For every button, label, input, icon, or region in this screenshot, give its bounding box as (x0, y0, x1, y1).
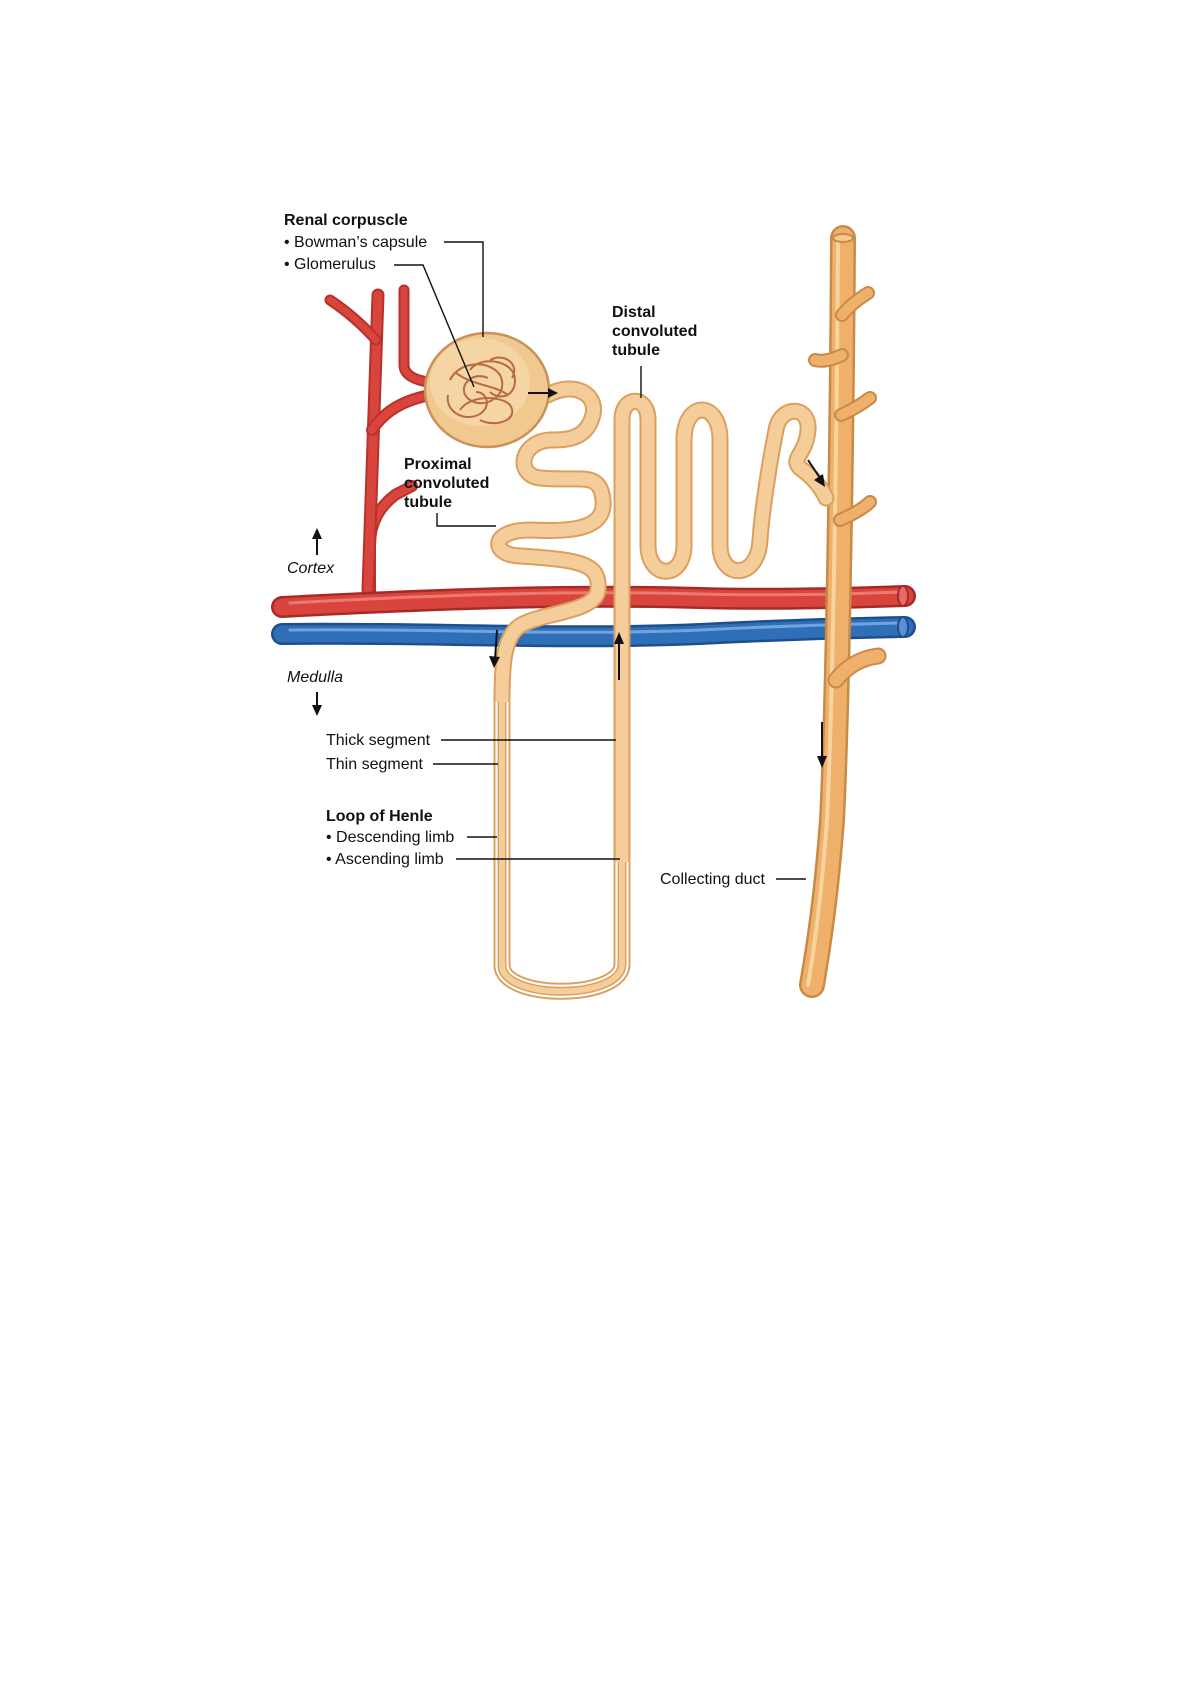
label-proximal-2: convoluted (404, 475, 489, 492)
nephron-tubule (499, 389, 826, 991)
label-bowmans-capsule: • Bowman’s capsule (284, 234, 427, 251)
label-medulla: Medulla (287, 669, 343, 686)
arrow-cortex (312, 528, 322, 555)
label-proximal-1: Proximal (404, 456, 472, 473)
arteriole-branches (330, 290, 430, 595)
label-distal-2: convoluted (612, 323, 697, 340)
label-distal-1: Distal (612, 304, 656, 321)
label-cortex: Cortex (287, 560, 335, 577)
label-glomerulus: • Glomerulus (284, 256, 376, 273)
arcuate-vein (282, 617, 908, 637)
label-thick-segment: Thick segment (326, 732, 431, 749)
arrow-medulla (312, 692, 322, 716)
renal-corpuscle (425, 333, 549, 447)
label-descending-limb: • Descending limb (326, 829, 454, 846)
label-distal-3: tubule (612, 342, 660, 359)
label-loop-of-henle: Loop of Henle (326, 808, 433, 825)
label-proximal-3: tubule (404, 494, 452, 511)
label-renal-corpuscle: Renal corpuscle (284, 212, 408, 229)
label-ascending-limb: • Ascending limb (326, 851, 444, 868)
label-thin-segment: Thin segment (326, 756, 423, 773)
collecting-duct (808, 234, 878, 985)
label-collecting-duct: Collecting duct (660, 871, 766, 888)
